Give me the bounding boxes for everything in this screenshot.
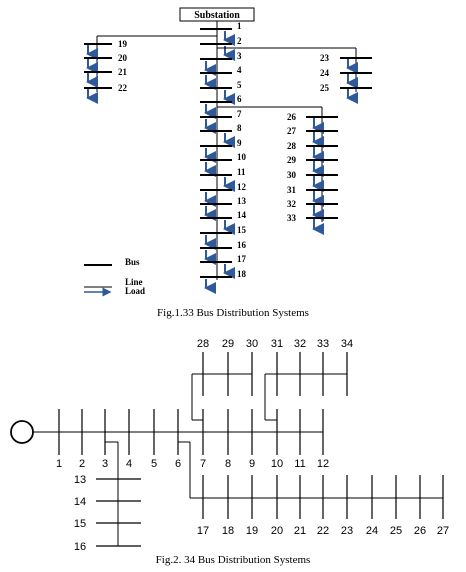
bus-label-25: 25: [320, 83, 330, 93]
fig2-label-26: 26: [414, 525, 426, 537]
fig2-label-30: 30: [246, 338, 258, 350]
bus-label-4: 4: [237, 65, 242, 75]
fig2-label-2: 2: [79, 458, 85, 470]
bus-label-3: 3: [237, 51, 242, 61]
fig2-label-3: 3: [102, 458, 108, 470]
fig2-label-34: 34: [341, 338, 353, 350]
fig2-label-22: 22: [317, 525, 329, 537]
source-node: [10, 420, 34, 444]
bus-label-10: 10: [237, 152, 247, 162]
substation-label: Substation: [194, 10, 240, 21]
fig2-label-20: 20: [271, 525, 283, 537]
fig2-label-24: 24: [366, 525, 378, 537]
fig2-label-16: 16: [74, 541, 86, 553]
bus-label-24: 24: [320, 68, 330, 78]
bus-label-26: 26: [287, 112, 297, 122]
bus-label-27: 27: [287, 126, 297, 136]
bus-label-9: 9: [237, 138, 242, 148]
bus-label-22: 22: [118, 83, 128, 93]
fig2-label-21: 21: [294, 525, 306, 537]
fig2-label-32: 32: [294, 338, 306, 350]
bus-label-8: 8: [237, 123, 242, 133]
fig2-label-13: 13: [74, 474, 86, 486]
fig1-legend: Bus Line Load: [84, 257, 145, 297]
fig2-label-31: 31: [271, 338, 283, 350]
fig2-label-19: 19: [246, 525, 258, 537]
bus-label-17: 17: [237, 254, 247, 264]
bus-label-6: 6: [237, 94, 242, 104]
bus-label-5: 5: [237, 80, 242, 90]
bus-label-1: 1: [237, 21, 242, 31]
legend-bus-label: Bus: [125, 257, 140, 267]
bus-label-31: 31: [287, 185, 297, 195]
bus-label-14: 14: [237, 210, 247, 220]
fig1-33-bus-diagram: Substation 12345678910111213141516171819…: [84, 7, 372, 294]
fig2-label-33: 33: [317, 338, 329, 350]
fig2-label-29: 29: [222, 338, 234, 350]
legend-line-label: Line: [125, 277, 143, 287]
fig2-label-27: 27: [437, 525, 449, 537]
legend-load-label: Load: [125, 286, 145, 296]
fig2-label-14: 14: [74, 496, 86, 508]
fig2-label-7: 7: [200, 458, 206, 470]
bus-label-13: 13: [237, 196, 247, 206]
bus-label-28: 28: [287, 141, 297, 151]
bus-label-7: 7: [237, 109, 242, 119]
fig2-label-9: 9: [249, 458, 255, 470]
fig2-caption: Fig.2. 34 Bus Distribution Systems: [156, 554, 311, 566]
bus-label-21: 21: [118, 67, 128, 77]
fig2-label-17: 17: [197, 525, 209, 537]
bus-label-15: 15: [237, 225, 247, 235]
fig2-label-18: 18: [222, 525, 234, 537]
fig2-label-25: 25: [390, 525, 402, 537]
fig2-label-10: 10: [271, 458, 283, 470]
fig2-label-4: 4: [126, 458, 132, 470]
fig2-label-12: 12: [317, 458, 329, 470]
fig2-label-28: 28: [197, 338, 209, 350]
bus-label-2: 2: [237, 36, 242, 46]
bus-label-12: 12: [237, 182, 247, 192]
bus-label-29: 29: [287, 155, 297, 165]
bus-label-32: 32: [287, 199, 297, 209]
fig2-label-1: 1: [56, 458, 62, 470]
fig1-caption: Fig.1.33 Bus Distribution Systems: [157, 307, 309, 319]
bus-label-11: 11: [237, 167, 246, 177]
fig2-label-23: 23: [341, 525, 353, 537]
bus-label-18: 18: [237, 269, 247, 279]
fig2-label-5: 5: [151, 458, 157, 470]
fig2-label-6: 6: [175, 458, 181, 470]
bus-label-16: 16: [237, 240, 247, 250]
fig2-label-8: 8: [225, 458, 231, 470]
fig2-label-15: 15: [74, 518, 86, 530]
bus-label-20: 20: [118, 53, 128, 63]
bus-label-33: 33: [287, 213, 297, 223]
bus-label-19: 19: [118, 39, 128, 49]
fig2-label-11: 11: [294, 458, 305, 470]
bus-label-23: 23: [320, 53, 330, 63]
bus-label-30: 30: [287, 170, 297, 180]
